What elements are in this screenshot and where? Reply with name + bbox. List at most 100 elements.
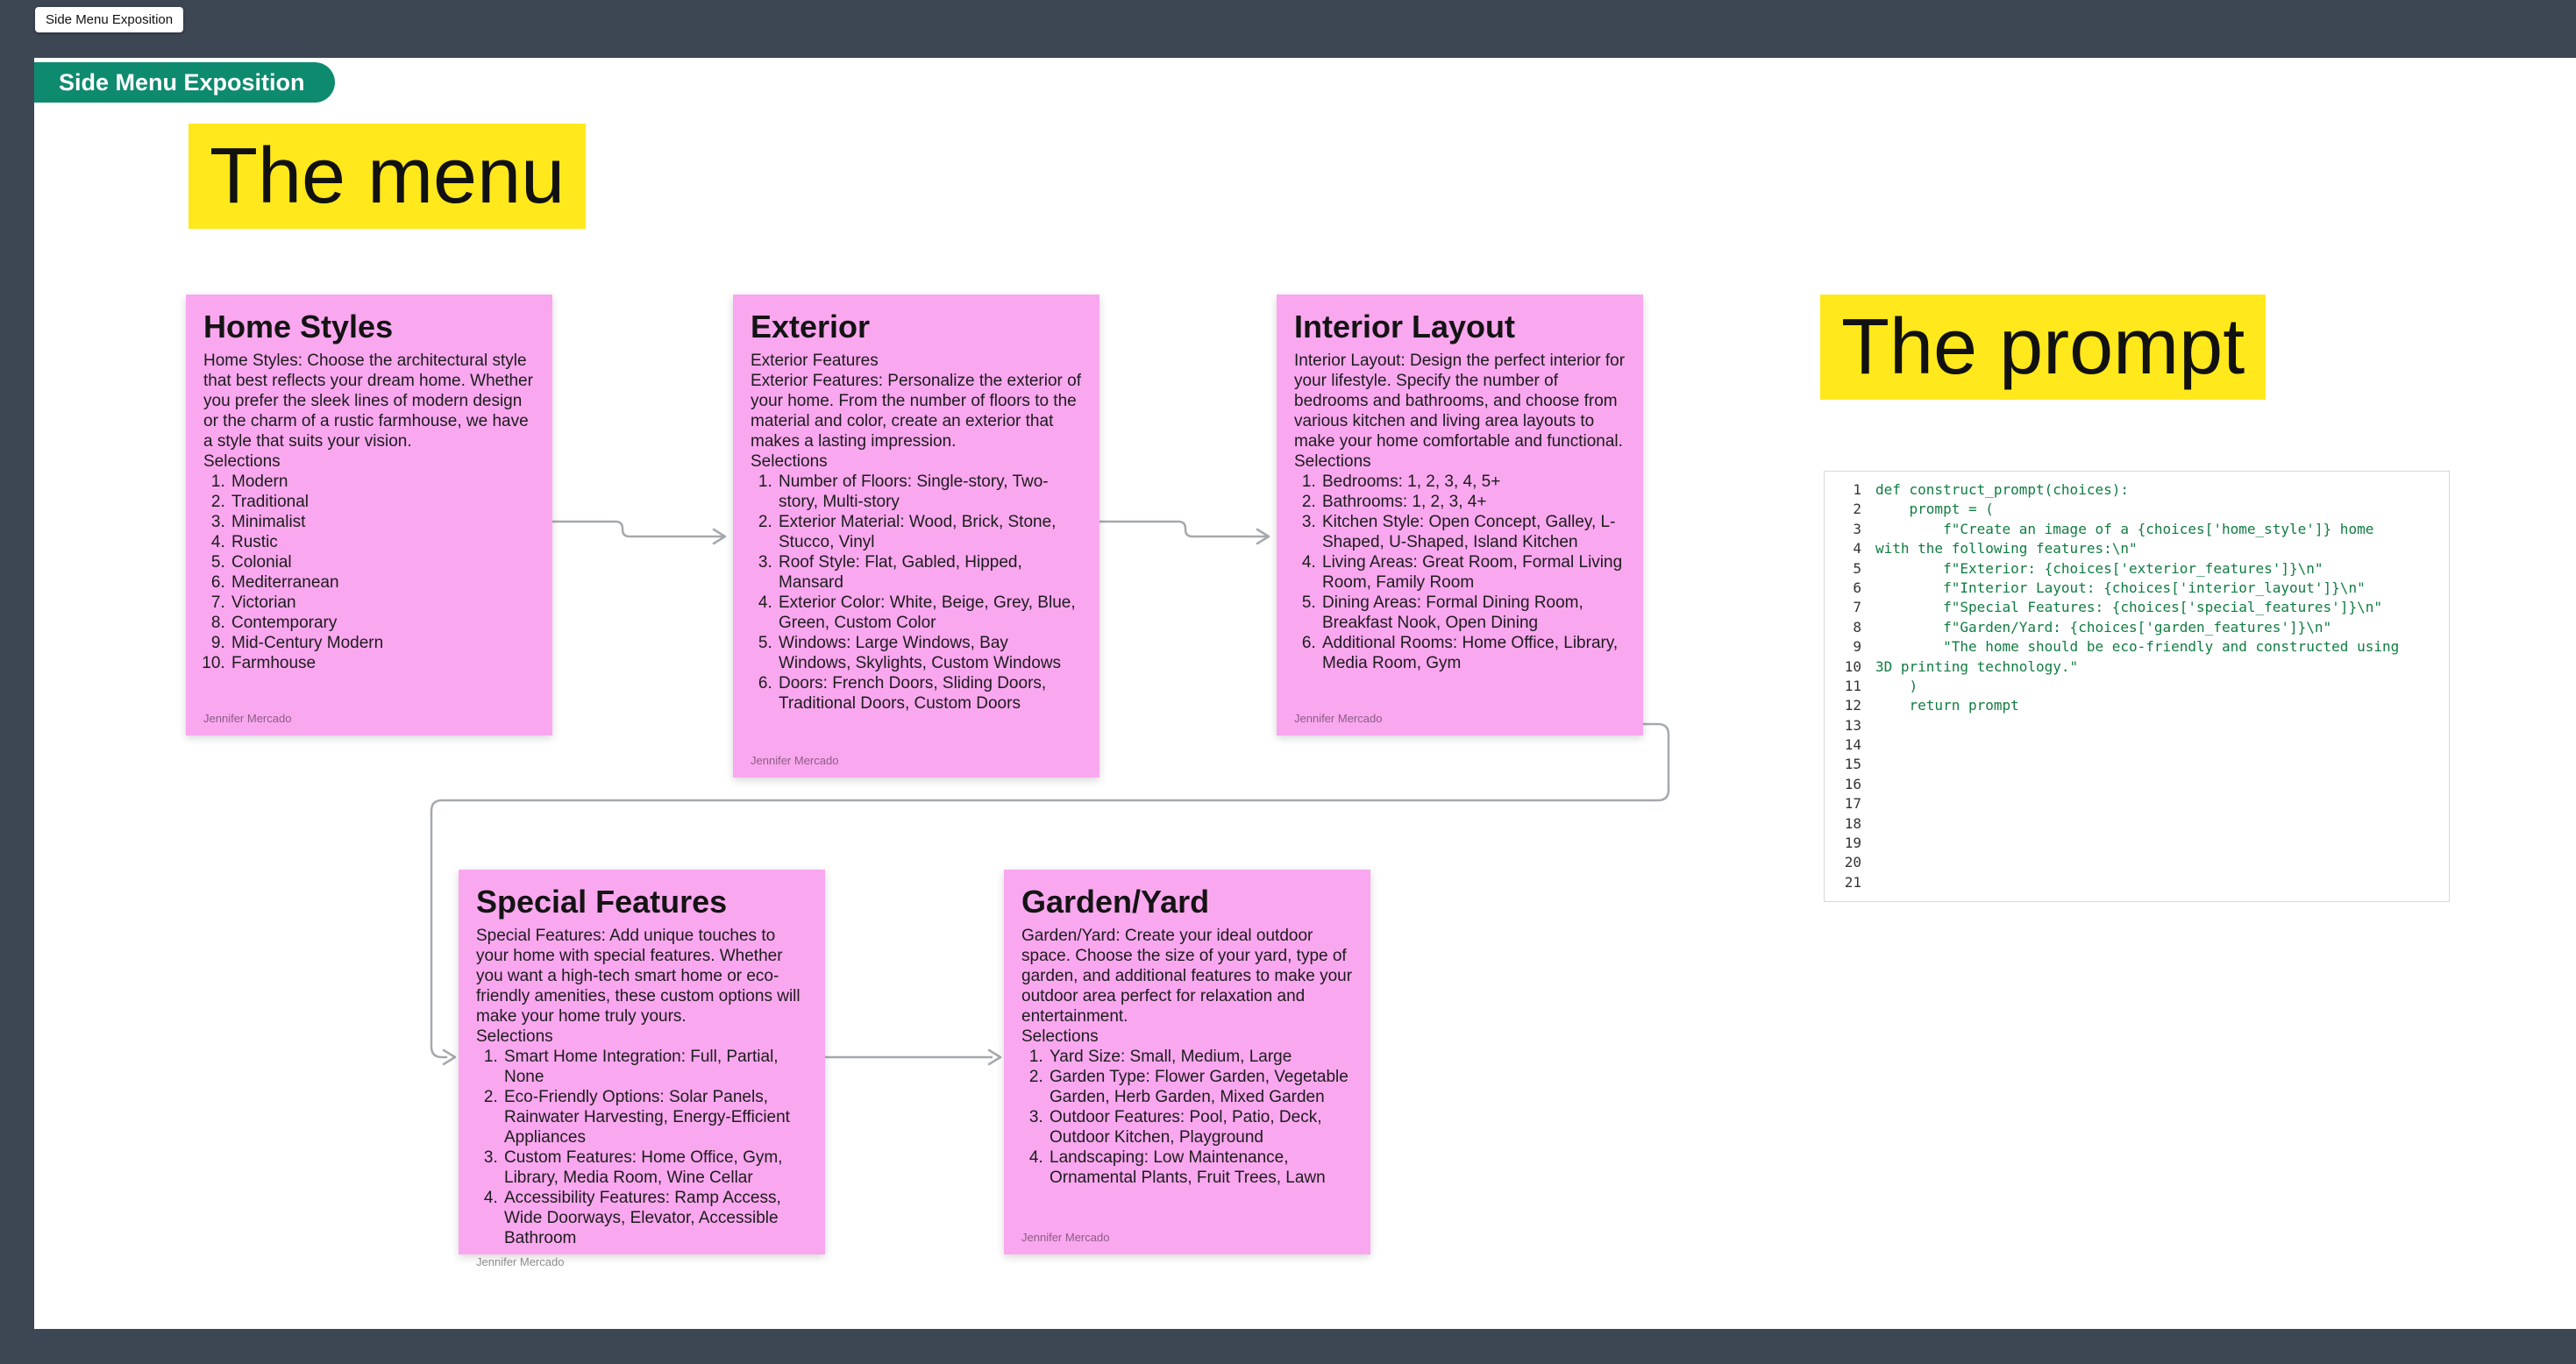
connector-arrow-special-to-garden[interactable] [823, 1048, 1002, 1066]
selection-item: Landscaping: Low Maintenance, Ornamental… [1048, 1147, 1353, 1188]
selections-list: Bedrooms: 1, 2, 3, 4, 5+Bathrooms: 1, 2,… [1294, 472, 1626, 673]
sticky-description: Special Features: Add unique touches to … [476, 927, 801, 1026]
selection-item: Smart Home Integration: Full, Partial, N… [502, 1047, 808, 1087]
selections-label: Selections [1294, 452, 1371, 471]
selection-item: Additional Rooms: Home Office, Library, … [1320, 633, 1626, 673]
sticky-note-special-features[interactable]: Special Features Special Features: Add u… [459, 870, 825, 1268]
code-line: f"Create an image of a {choices['home_st… [1875, 520, 2374, 537]
code-content: def construct_prompt(choices): prompt = … [1875, 472, 2449, 901]
line-number: 14 [1844, 736, 1861, 754]
selections-label: Selections [203, 452, 281, 471]
line-number: 11 [1844, 677, 1861, 694]
sticky-title: Special Features [476, 884, 728, 920]
code-line: f"Special Features: {choices['special_fe… [1875, 599, 2382, 616]
line-number: 2 [1853, 501, 1861, 518]
connector-arrow-exterior-to-interior[interactable] [1098, 520, 1270, 545]
selection-item: Dining Areas: Formal Dining Room, Breakf… [1320, 593, 1626, 633]
sticky-title: Exterior [751, 309, 871, 345]
sticky-subtitle: Exterior Features [751, 352, 879, 370]
sticky-author: Jennifer Mercado [751, 754, 839, 767]
selections-list: Number of Floors: Single-story, Two-stor… [751, 472, 1082, 714]
selection-item: Traditional [230, 492, 535, 512]
line-number: 21 [1844, 873, 1861, 891]
code-line: return prompt [1875, 697, 2019, 714]
sticky-author: Jennifer Mercado [1294, 712, 1383, 725]
code-line: prompt = ( [1875, 501, 1994, 518]
code-line [1875, 794, 2449, 813]
sticky-title: Interior Layout [1294, 309, 1516, 345]
selection-item: Accessibility Features: Ramp Access, Wid… [502, 1188, 808, 1248]
selection-item: Exterior Color: White, Beige, Grey, Blue… [777, 593, 1082, 633]
code-line: "The home should be eco-friendly and con… [1875, 638, 2400, 656]
sticky-author: Jennifer Mercado [476, 1255, 565, 1268]
sticky-title: Garden/Yard [1021, 884, 1210, 920]
selection-item: Victorian [230, 593, 535, 613]
selection-item: Bedrooms: 1, 2, 3, 4, 5+ [1320, 472, 1626, 492]
line-number: 20 [1844, 854, 1861, 871]
code-line [1875, 853, 2449, 872]
sticky-note-garden-yard[interactable]: Garden/Yard Garden/Yard: Create your ide… [1004, 870, 1370, 1254]
sticky-description: Garden/Yard: Create your ideal outdoor s… [1021, 927, 1353, 1026]
line-number: 19 [1844, 835, 1861, 852]
menu-heading[interactable]: The menu [189, 124, 587, 229]
selection-item: Number of Floors: Single-story, Two-stor… [777, 472, 1082, 512]
code-line [1875, 814, 2449, 834]
sticky-note-interior-layout[interactable]: Interior Layout Interior Layout: Design … [1277, 295, 1643, 735]
prompt-heading[interactable]: The prompt [1820, 295, 2266, 400]
sticky-description: Interior Layout: Design the perfect inte… [1294, 352, 1626, 451]
selection-item: Bathrooms: 1, 2, 3, 4+ [1320, 492, 1626, 512]
code-line [1875, 735, 2449, 755]
line-number: 4 [1853, 540, 1861, 558]
selection-item: Windows: Large Windows, Bay Windows, Sky… [777, 633, 1082, 673]
sticky-title: Home Styles [203, 309, 394, 345]
selection-item: Rustic [230, 532, 535, 552]
selection-item: Farmhouse [230, 653, 535, 673]
selection-item: Doors: French Doors, Sliding Doors, Trad… [777, 673, 1082, 714]
selection-item: Outdoor Features: Pool, Patio, Deck, Out… [1048, 1107, 1353, 1147]
selection-item: Living Areas: Great Room, Formal Living … [1320, 552, 1626, 593]
selection-item: Garden Type: Flower Garden, Vegetable Ga… [1048, 1067, 1353, 1107]
selection-item: Mediterranean [230, 572, 535, 593]
line-number: 3 [1853, 520, 1861, 537]
code-line: ) [1875, 677, 1918, 694]
selections-list: Yard Size: Small, Medium, LargeGarden Ty… [1021, 1047, 1353, 1188]
selection-item: Kitchen Style: Open Concept, Galley, L-S… [1320, 512, 1626, 552]
line-number: 1 [1853, 481, 1861, 498]
line-number: 9 [1853, 638, 1861, 656]
line-number: 16 [1844, 775, 1861, 792]
sticky-description: Exterior Features: Personalize the exter… [751, 372, 1082, 451]
line-number: 6 [1853, 579, 1861, 596]
code-line [1875, 755, 2449, 774]
code-line: with the following features:\n" [1875, 540, 2138, 558]
code-line [1875, 775, 2449, 794]
file-tab[interactable]: Side Menu Exposition [35, 7, 184, 32]
section-label[interactable]: Side Menu Exposition [34, 62, 335, 103]
selections-list: ModernTraditionalMinimalistRusticColonia… [203, 472, 535, 673]
sticky-description: Home Styles: Choose the architectural st… [203, 352, 533, 451]
selections-label: Selections [751, 452, 828, 471]
selection-item: Minimalist [230, 512, 535, 532]
sticky-note-exterior[interactable]: Exterior Exterior Features Exterior Feat… [733, 295, 1099, 778]
line-number: 7 [1853, 599, 1861, 616]
selection-item: Roof Style: Flat, Gabled, Hipped, Mansar… [777, 552, 1082, 593]
selection-item: Custom Features: Home Office, Gym, Libra… [502, 1147, 808, 1188]
selections-list: Smart Home Integration: Full, Partial, N… [476, 1047, 808, 1248]
line-number: 15 [1844, 756, 1861, 773]
line-number: 13 [1844, 716, 1861, 734]
code-line: f"Exterior: {choices['exterior_features'… [1875, 559, 2323, 577]
sticky-note-home-styles[interactable]: Home Styles Home Styles: Choose the arch… [186, 295, 552, 735]
line-number: 8 [1853, 618, 1861, 636]
selection-item: Mid-Century Modern [230, 633, 535, 653]
code-line: f"Garden/Yard: {choices['garden_features… [1875, 618, 2332, 636]
line-number: 18 [1844, 814, 1861, 832]
code-line: def construct_prompt(choices): [1875, 481, 2129, 498]
code-line: 3D printing technology." [1875, 657, 2079, 675]
selection-item: Exterior Material: Wood, Brick, Stone, S… [777, 512, 1082, 552]
code-line: f"Interior Layout: {choices['interior_la… [1875, 579, 2366, 596]
whiteboard-canvas[interactable]: Side Menu Exposition The menu The prompt… [34, 58, 2576, 1329]
line-number: 10 [1844, 657, 1861, 675]
connector-arrow-home-to-exterior[interactable] [551, 520, 727, 545]
code-line [1875, 873, 2449, 892]
